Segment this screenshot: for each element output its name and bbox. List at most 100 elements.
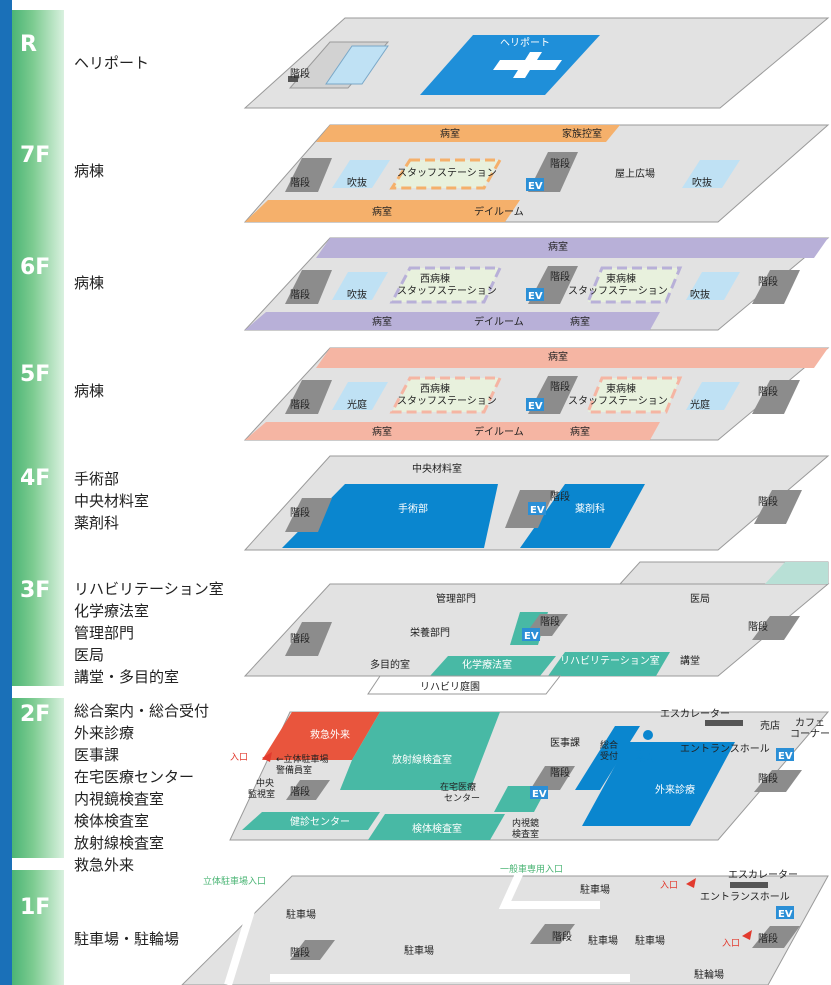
core-block [752,380,800,414]
ward-band [316,348,828,368]
endoscopy-label: 内視鏡 [512,817,539,829]
entrance-arrow [742,930,752,940]
heliport-cross [493,52,562,78]
ward-band [245,422,660,440]
emergency-room [262,712,380,760]
atrium-label: 吹抜 [347,288,367,301]
floor-map-7f: 病室 家族控室 階段 吹抜 スタッフステーション 階段 EV 屋上広場 吹抜 病… [243,124,830,223]
surgery-label: 手術部 [398,502,428,515]
station [389,376,503,414]
ward-label: 病室 [372,205,392,218]
floor-tab-1f [12,870,64,985]
floor-desc-item: リハビリテーション室 [74,580,224,598]
lab-room [368,814,505,840]
floor-slab [181,875,829,985]
ev [526,398,544,411]
stairs-label: 階段 [758,275,778,288]
lab-label: 検体検査室 [412,822,462,835]
floor-map-5f: 病室 階段 光庭 西病棟 スタッフステーション 階段 EV 東病棟 スタッフステ… [243,347,830,441]
floor-tab-5f [12,350,64,468]
floor-desc-item: 医事課 [74,746,120,764]
radiology-label: 放射線検査室 [392,753,452,766]
floor-desc-item: 手術部 [74,470,120,488]
floor-tab-4f [12,458,64,576]
core-block [754,770,802,792]
outpatient-room [582,742,735,826]
core-block [286,780,330,800]
floor-map-6f: 病室 階段 吹抜 西病棟 スタッフステーション 階段 EV 東病棟 スタッフステ… [243,237,830,331]
floor-label-5f: 5F [20,362,51,387]
outpatient-label: 外来診療 [655,783,695,796]
pharmacy [520,484,645,548]
ev [776,906,794,919]
floor-desc-item: 内視鏡検査室 [74,790,165,808]
floor-tab-6f [12,240,64,358]
floor-label-2f: 2F [20,702,51,727]
stairs-label: 階段 [290,288,310,301]
ev-label: EV [528,181,543,192]
courtyard-label: 光庭 [690,398,710,411]
floor-tab-3f [12,568,64,686]
stairs-label: 階段 [290,67,310,80]
floor-map-3f: 管理部門 医局 階段 栄養部門 階段 EV 階段 多目的室 化学療法室 リハビリ… [243,561,830,695]
entrance-label: 入口 [660,880,678,891]
core-block [285,270,332,304]
station-label: スタッフステーション [397,395,497,407]
ev-label: EV [524,631,539,642]
floor-desc-7f: 病棟 [74,160,104,182]
endoscopy-label: 検査室 [512,828,539,840]
station [585,266,683,304]
admin-label: 管理部門 [436,592,476,605]
homecare-label: 在宅医療 [440,781,476,793]
vehicle-route [224,875,263,985]
ward-band [245,312,660,330]
homecare-label: センター [444,793,480,804]
floor-desc-item: 講堂・多目的室 [74,668,180,686]
medical-affairs-label: 医事課 [550,736,580,749]
floor-desc-item: 総合案内・総合受付 [74,702,210,720]
stairs-label: 階段 [290,785,310,798]
floor-desc-1f: 駐車場・駐輪場 [74,928,179,950]
ev-label: EV [530,505,545,516]
floor-desc-item: 医局 [74,646,105,664]
dayroom-label: デイルーム [474,205,524,218]
ward-label: 病室 [372,425,392,438]
reception-label: 総合 [600,739,618,751]
core-block [752,926,800,948]
stairs-label: 階段 [748,620,768,633]
vehicle-entrance-label: 一般車専用入口 [500,863,563,875]
entrance-hall-label: エントランスホール [680,743,770,755]
stairs-label: 階段 [550,157,570,170]
floor-label-3f: 3F [20,578,51,603]
station [389,158,503,190]
floor-desc-r: ヘリポート [74,52,149,74]
ward-label: 病室 [440,127,460,140]
pharmacy-label: 薬剤科 [575,502,605,515]
parking-label: 駐車場 [404,944,434,957]
ward-band [316,125,620,142]
stairs-label: 階段 [758,495,778,508]
station-label: スタッフステーション [397,285,497,297]
rehab-room [548,652,670,676]
ev-label: EV [528,291,543,302]
courtyard-label: 光庭 [347,398,367,411]
ward-band [316,238,828,258]
floor-label-r: R [20,32,37,57]
stairs-label: 階段 [552,930,572,943]
radiology-room [340,712,500,790]
dayroom-label: デイルーム [474,315,524,328]
floor-desc-item: 病棟 [74,382,105,400]
core-block [285,380,332,414]
info-icon [643,730,653,740]
multipurpose-label: 多目的室 [370,658,410,671]
floor-desc-item: 化学療法室 [74,602,150,620]
floor-map-2f: エスカレーター 売店 カフェ コーナー 救急外来 入口 ←立体駐車場 警備員室 … [229,708,830,841]
entrance-arrow [686,878,696,888]
floor-desc-item: 病棟 [74,274,105,292]
stairs-icon [288,76,298,82]
stairs-label: 階段 [550,490,570,503]
floor-desc-5f: 病棟 [74,380,104,402]
skylight [332,160,390,188]
core-block [530,924,575,944]
stairs-label: 階段 [540,615,560,628]
